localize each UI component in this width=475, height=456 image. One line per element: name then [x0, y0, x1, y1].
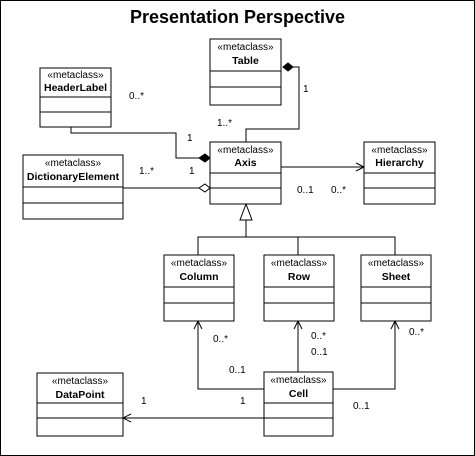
- column-name: Column: [179, 271, 218, 283]
- mult-hierarchy-axis: 0..1: [297, 185, 314, 196]
- class-cell[interactable]: «metaclass» Cell: [263, 371, 334, 437]
- sheet-stereotype: «metaclass»: [368, 258, 425, 269]
- headerlabel-stereotype: «metaclass»: [47, 70, 104, 81]
- row-stereotype: «metaclass»: [271, 258, 328, 269]
- class-sheet[interactable]: «metaclass» Sheet: [360, 254, 432, 322]
- mult-headerlabel-axis: 1: [187, 133, 193, 144]
- mult-dictionary-axis: 1: [189, 166, 195, 177]
- axis-stereotype: «metaclass»: [217, 145, 274, 156]
- mult-row: 0..*: [311, 331, 326, 342]
- class-axis[interactable]: «metaclass» Axis: [209, 141, 282, 205]
- mult-table: 1: [303, 84, 309, 95]
- mult-dictionary: 1..*: [139, 166, 154, 177]
- mult-sheet: 0..*: [409, 327, 424, 338]
- table-stereotype: «metaclass»: [217, 42, 274, 53]
- hierarchy-stereotype: «metaclass»: [371, 145, 428, 156]
- datapoint-name: DataPoint: [55, 389, 105, 401]
- mult-sheet-cell: 0..1: [353, 401, 370, 412]
- dictionaryelement-stereotype: «metaclass»: [45, 158, 102, 169]
- generalization-bar: [197, 236, 396, 255]
- column-stereotype: «metaclass»: [171, 258, 228, 269]
- row-name: Row: [288, 271, 311, 283]
- hierarchy-name: Hierarchy: [375, 157, 424, 169]
- table-name: Table: [232, 55, 259, 67]
- class-row[interactable]: «metaclass» Row: [263, 254, 335, 322]
- mult-row-cell: 0..1: [311, 347, 328, 358]
- mult-column-cell: 0..1: [229, 365, 246, 376]
- table-composite-diamond: [282, 62, 294, 72]
- class-hierarchy[interactable]: «metaclass» Hierarchy: [363, 141, 436, 205]
- cell-column-association: [197, 321, 264, 390]
- class-column[interactable]: «metaclass» Column: [163, 254, 235, 322]
- class-headerlabel[interactable]: «metaclass» HeaderLabel: [39, 67, 112, 128]
- datapoint-stereotype: «metaclass»: [52, 376, 109, 387]
- class-datapoint[interactable]: «metaclass» DataPoint: [36, 372, 124, 437]
- mult-datapoint-cell: 1: [240, 396, 246, 407]
- mult-datapoint: 1: [141, 396, 147, 407]
- mult-hierarchy: 0..*: [331, 185, 346, 196]
- dictionaryelement-name: DictionaryElement: [27, 171, 120, 183]
- sheet-name: Sheet: [382, 271, 411, 283]
- generalization-triangle: [239, 202, 253, 221]
- class-dictionaryelement[interactable]: «metaclass» DictionaryElement: [22, 154, 124, 220]
- table-axis-composition: [245, 66, 300, 142]
- headerlabel-composite-diamond: [198, 153, 211, 163]
- mult-table-axis: 1..*: [217, 118, 232, 129]
- headerlabel-axis-composition: [70, 127, 210, 159]
- mult-column: 0..*: [213, 334, 228, 345]
- headerlabel-name: HeaderLabel: [44, 82, 107, 94]
- class-table[interactable]: «metaclass» Table: [209, 38, 282, 106]
- diagram-title: Presentation Perspective: [129, 7, 346, 27]
- cell-sheet-association: [333, 321, 396, 390]
- mult-headerlabel: 0..*: [129, 91, 144, 102]
- cell-name: Cell: [289, 388, 308, 400]
- dictionary-aggregate-diamond: [198, 183, 211, 193]
- axis-name: Axis: [234, 157, 256, 169]
- cell-stereotype: «metaclass»: [270, 375, 327, 386]
